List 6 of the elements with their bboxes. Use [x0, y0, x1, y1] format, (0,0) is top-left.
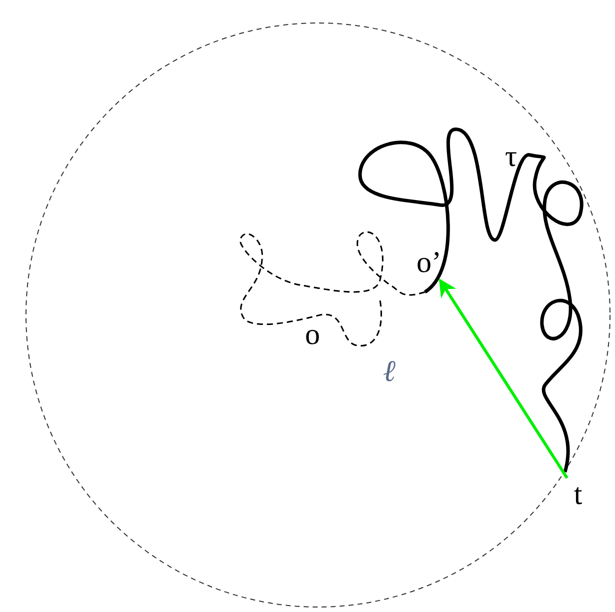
point-label: o — [305, 318, 320, 352]
point-label: o’ — [410, 246, 448, 280]
curve-label: τ — [505, 140, 518, 174]
arrow — [438, 278, 568, 479]
curve-label: ℓ — [383, 355, 396, 389]
point-label: t — [566, 478, 590, 512]
